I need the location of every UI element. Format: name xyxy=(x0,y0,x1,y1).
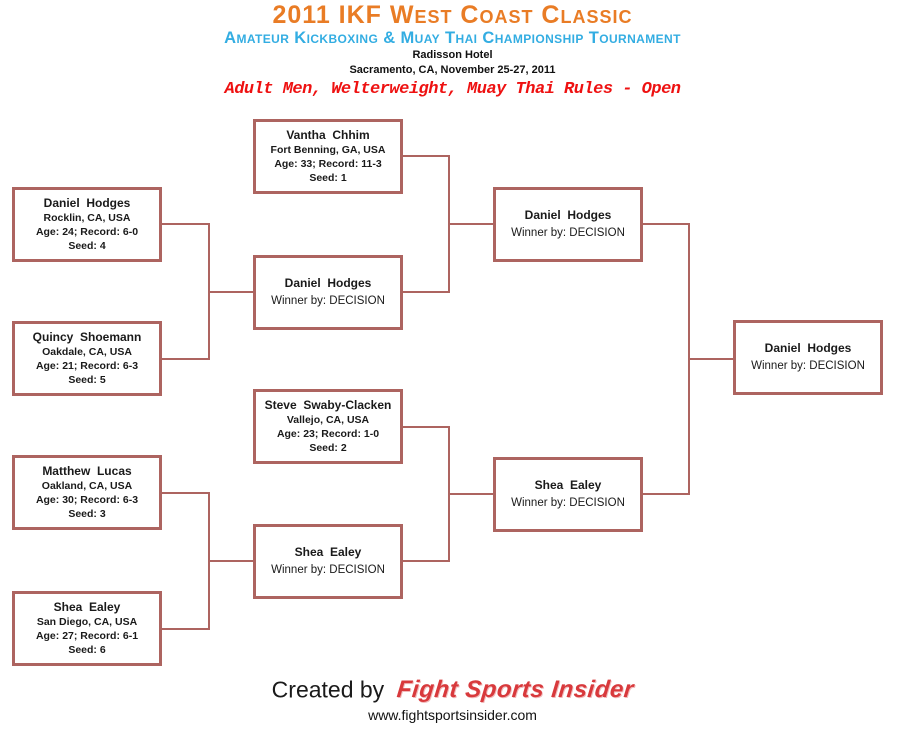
winner-method: Winner by: DECISION xyxy=(511,226,625,239)
fighter-stats: Age: 33; Record: 11-3 xyxy=(274,158,382,171)
fighter-stats: Age: 24; Record: 6-0 xyxy=(35,226,139,239)
fighter-name: Vantha Chhim xyxy=(286,128,370,143)
fighter-origin: Oakdale, CA, USA xyxy=(42,346,132,359)
credit-line: Created by Fight Sports Insider xyxy=(0,676,905,704)
bracket-box-matthew-lucas: Matthew Lucas Oakland, CA, USA Age: 30; … xyxy=(12,455,162,530)
fighter-seed: Seed: 1 xyxy=(309,172,347,185)
winner-method: Winner by: DECISION xyxy=(271,294,385,307)
connector-line xyxy=(162,628,208,630)
winner-method: Winner by: DECISION xyxy=(751,359,865,372)
fighter-name: Steve Swaby-Clacken xyxy=(264,398,392,413)
website-url: www.fightsportsinsider.com xyxy=(368,707,537,723)
bracket-box-daniel-hodges-entry: Daniel Hodges Rocklin, CA, USA Age: 24; … xyxy=(12,187,162,262)
fighter-stats: Age: 23; Record: 1-0 xyxy=(276,428,380,441)
winner-method: Winner by: DECISION xyxy=(511,496,625,509)
winner-name: Daniel Hodges xyxy=(284,276,372,291)
fighter-origin: Rocklin, CA, USA xyxy=(43,212,131,225)
bracket-box-steve-swaby-clacken: Steve Swaby-Clacken Vallejo, CA, USA Age… xyxy=(253,389,403,464)
bracket-box-quincy-shoemann: Quincy Shoemann Oakdale, CA, USA Age: 21… xyxy=(12,321,162,396)
bracket-box-hodges-final-winner: Daniel Hodges Winner by: DECISION xyxy=(733,320,883,395)
bracket-box-vantha-chhim: Vantha Chhim Fort Benning, GA, USA Age: … xyxy=(253,119,403,194)
connector-line xyxy=(403,560,449,562)
fighter-name: Matthew Lucas xyxy=(42,464,132,479)
fighter-seed: Seed: 5 xyxy=(68,374,106,387)
created-by-text: Created by xyxy=(271,676,385,703)
venue-name: Radisson Hotel xyxy=(412,49,493,62)
connector-line xyxy=(688,358,733,360)
fighter-origin: Fort Benning, GA, USA xyxy=(270,144,386,157)
fighter-seed: Seed: 6 xyxy=(68,644,106,657)
fighter-name: Quincy Shoemann xyxy=(32,330,142,345)
winner-name: Daniel Hodges xyxy=(764,341,852,356)
connector-line xyxy=(162,358,208,360)
fighter-stats: Age: 30; Record: 6-3 xyxy=(35,494,139,507)
bracket-box-ealey-semifinal-winner: Shea Ealey Winner by: DECISION xyxy=(493,457,643,532)
fighter-name: Shea Ealey xyxy=(53,600,121,615)
fighter-seed: Seed: 3 xyxy=(68,508,106,521)
connector-line xyxy=(448,223,493,225)
bracket-box-hodges-round1-winner: Daniel Hodges Winner by: DECISION xyxy=(253,255,403,330)
event-header: 2011 IKF West Coast Classic Amateur Kick… xyxy=(0,0,905,99)
footer: Created by Fight Sports Insider www.figh… xyxy=(0,676,905,723)
connector-line xyxy=(162,492,208,494)
connector-line xyxy=(448,493,493,495)
connector-line xyxy=(403,155,449,157)
connector-line xyxy=(403,291,449,293)
bracket-box-hodges-semifinal-winner: Daniel Hodges Winner by: DECISION xyxy=(493,187,643,262)
connector-line xyxy=(208,291,253,293)
bracket-box-shea-ealey-entry: Shea Ealey San Diego, CA, USA Age: 27; R… xyxy=(12,591,162,666)
winner-name: Shea Ealey xyxy=(534,478,602,493)
fighter-stats: Age: 21; Record: 6-3 xyxy=(35,360,139,373)
event-title: 2011 IKF West Coast Classic xyxy=(272,1,633,29)
fighter-name: Daniel Hodges xyxy=(43,196,131,211)
fighter-origin: San Diego, CA, USA xyxy=(36,616,138,629)
winner-method: Winner by: DECISION xyxy=(271,563,385,576)
event-subtitle: Amateur Kickboxing & Muay Thai Champions… xyxy=(224,29,681,48)
fighter-seed: Seed: 2 xyxy=(309,442,347,455)
connector-line xyxy=(643,223,688,225)
fighter-stats: Age: 27; Record: 6-1 xyxy=(35,630,139,643)
winner-name: Shea Ealey xyxy=(294,545,362,560)
fighter-origin: Oakland, CA, USA xyxy=(41,480,133,493)
connector-line xyxy=(162,223,208,225)
location-date: Sacramento, CA, November 25-27, 2011 xyxy=(349,63,556,76)
connector-line xyxy=(208,560,253,562)
connector-line xyxy=(403,426,449,428)
connector-line xyxy=(643,493,688,495)
fighter-seed: Seed: 4 xyxy=(68,240,106,253)
division-title: Adult Men, Welterweight, Muay Thai Rules… xyxy=(224,79,681,99)
winner-name: Daniel Hodges xyxy=(524,208,612,223)
bracket-box-ealey-round1-winner: Shea Ealey Winner by: DECISION xyxy=(253,524,403,599)
fight-sports-insider-logo: Fight Sports Insider xyxy=(395,676,635,703)
fighter-origin: Vallejo, CA, USA xyxy=(286,414,370,427)
